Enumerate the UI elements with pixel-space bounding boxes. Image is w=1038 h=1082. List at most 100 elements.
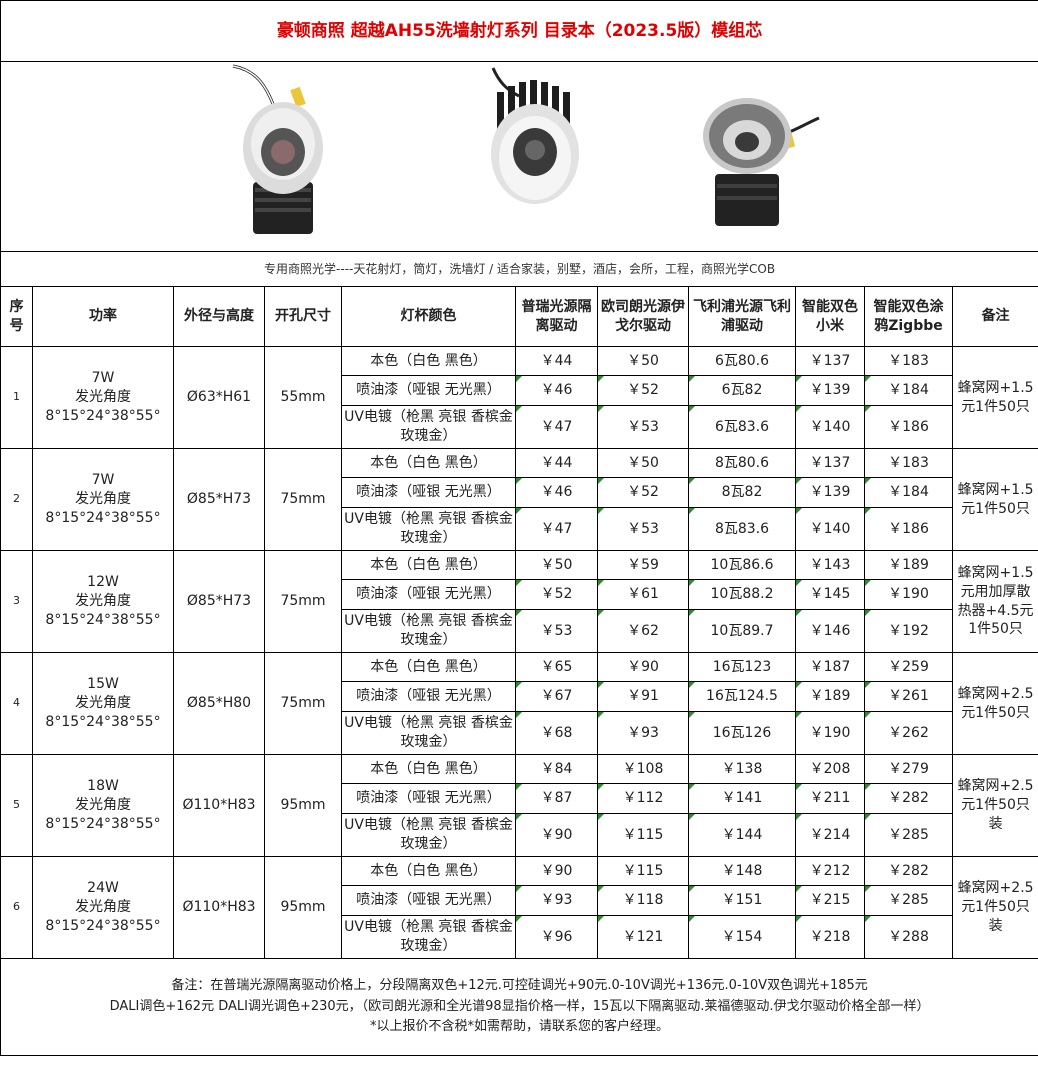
header-philips: 飞利浦光源飞利浦驱动	[688, 286, 796, 347]
price-cell: ￥50	[597, 448, 689, 478]
price-cell: ￥190	[864, 579, 953, 610]
hole-cell: 75mm	[264, 652, 342, 755]
note-cell: 蜂窝网+1.5元1件50只	[951, 448, 1038, 551]
row-no: 6	[0, 856, 33, 959]
product-photo-2	[491, 67, 579, 204]
table-row: 喷油漆（哑银 无光黑）￥87￥112￥141￥211￥282	[1, 783, 1038, 814]
finish-cell: 喷油漆（哑银 无光黑）	[341, 375, 516, 406]
finish-cell: UV电镀（枪黑 亮银 香槟金 玫瑰金）	[341, 711, 516, 755]
row-no: 1	[0, 346, 33, 449]
price-cell: ￥208	[795, 754, 865, 784]
price-cell: ￥53	[515, 609, 598, 653]
price-cell: ￥118	[597, 885, 689, 916]
finish-cell: 本色（白色 黑色）	[341, 550, 516, 580]
finish-cell: 本色（白色 黑色）	[341, 856, 516, 886]
price-cell: 8瓦80.6	[688, 448, 796, 478]
size-cell: Ø63*H61	[173, 346, 265, 449]
price-cell: ￥285	[864, 885, 953, 916]
hole-cell: 95mm	[264, 856, 342, 959]
finish-cell: UV电镀（枪黑 亮银 香槟金 玫瑰金）	[341, 405, 516, 449]
table-row: 喷油漆（哑银 无光黑）￥93￥118￥151￥215￥285	[1, 885, 1038, 916]
price-cell: ￥190	[795, 711, 865, 755]
price-cell: ￥96	[515, 915, 598, 959]
header-cup-color: 灯杯颜色	[341, 286, 516, 347]
price-cell: ￥87	[515, 783, 598, 814]
price-cell: ￥218	[795, 915, 865, 959]
price-cell: 8瓦82	[688, 477, 796, 508]
size-cell: Ø85*H73	[173, 550, 265, 653]
angles: 8°15°24°38°55°	[45, 713, 161, 730]
price-cell: 10瓦86.6	[688, 550, 796, 580]
price-cell: ￥121	[597, 915, 689, 959]
price-cell: 10瓦88.2	[688, 579, 796, 610]
price-cell: ￥61	[597, 579, 689, 610]
finish-cell: 喷油漆（哑银 无光黑）	[341, 885, 516, 916]
angle-label: 发光角度	[75, 389, 131, 406]
price-cell: ￥279	[864, 754, 953, 784]
price-cell: ￥90	[515, 856, 598, 886]
header-row: 序号 功率 外径与高度 开孔尺寸 灯杯颜色 普瑞光源隔离驱动 欧司朗光源伊戈尔驱…	[0, 286, 1038, 347]
watt: 7W	[91, 370, 115, 387]
finish-cell: 本色（白色 黑色）	[341, 448, 516, 478]
price-cell: ￥52	[597, 375, 689, 406]
size-cell: Ø85*H80	[173, 652, 265, 755]
price-cell: ￥47	[515, 507, 598, 551]
price-cell: ￥115	[597, 856, 689, 886]
price-cell: ￥189	[864, 550, 953, 580]
price-cell: ￥192	[864, 609, 953, 653]
finish-cell: UV电镀（枪黑 亮银 香槟金 玫瑰金）	[341, 609, 516, 653]
table-row: UV电镀（枪黑 亮银 香槟金 玫瑰金）￥90￥115￥144￥214￥285	[1, 813, 1038, 857]
finish-cell: 本色（白色 黑色）	[341, 652, 516, 682]
angle-label: 发光角度	[75, 899, 131, 916]
note-cell: 蜂窝网+1.5元1件50只	[951, 346, 1038, 449]
angle-label: 发光角度	[75, 491, 131, 508]
header-note: 备注	[951, 286, 1038, 347]
angle-label: 发光角度	[75, 797, 131, 814]
finish-cell: UV电镀（枪黑 亮银 香槟金 玫瑰金）	[341, 507, 516, 551]
price-cell: 6瓦82	[688, 375, 796, 406]
angles: 8°15°24°38°55°	[45, 611, 161, 628]
header-puri: 普瑞光源隔离驱动	[515, 286, 598, 347]
header-zigbee: 智能双色涂鸦Zigbbe	[864, 286, 953, 347]
angles: 8°15°24°38°55°	[45, 815, 161, 832]
price-cell: 16瓦124.5	[688, 681, 796, 712]
price-cell: ￥148	[688, 856, 796, 886]
price-cell: ￥144	[688, 813, 796, 857]
price-cell: ￥138	[688, 754, 796, 784]
price-cell: ￥93	[515, 885, 598, 916]
price-cell: ￥44	[515, 346, 598, 376]
footer-line-2: DALI调色+162元 DALI调光调色+230元，（欧司朗光源和全光谱98显指…	[109, 998, 930, 1014]
price-cell: 16瓦126	[688, 711, 796, 755]
price-cell: ￥154	[688, 915, 796, 959]
price-cell: ￥46	[515, 375, 598, 406]
header-no: 序号	[0, 286, 33, 347]
price-cell: ￥183	[864, 346, 953, 376]
angle-label: 发光角度	[75, 695, 131, 712]
price-cell: 16瓦123	[688, 652, 796, 682]
watt: 12W	[87, 574, 119, 591]
finish-cell: 喷油漆（哑银 无光黑）	[341, 783, 516, 814]
angle-label: 发光角度	[75, 593, 131, 610]
price-cell: 10瓦89.7	[688, 609, 796, 653]
angles: 8°15°24°38°55°	[45, 509, 161, 526]
footer-line-3: *以上报价不含税*如需帮助，请联系您的客户经理。	[370, 1019, 670, 1035]
hole-cell: 75mm	[264, 448, 342, 551]
table-row: UV电镀（枪黑 亮银 香槟金 玫瑰金）￥96￥121￥154￥218￥288	[1, 915, 1038, 959]
price-cell: ￥212	[795, 856, 865, 886]
header-osram: 欧司朗光源伊戈尔驱动	[597, 286, 689, 347]
price-cell: ￥151	[688, 885, 796, 916]
finish-cell: UV电镀（枪黑 亮银 香槟金 玫瑰金）	[341, 915, 516, 959]
price-cell: ￥141	[688, 783, 796, 814]
product-photo-3	[703, 98, 820, 226]
